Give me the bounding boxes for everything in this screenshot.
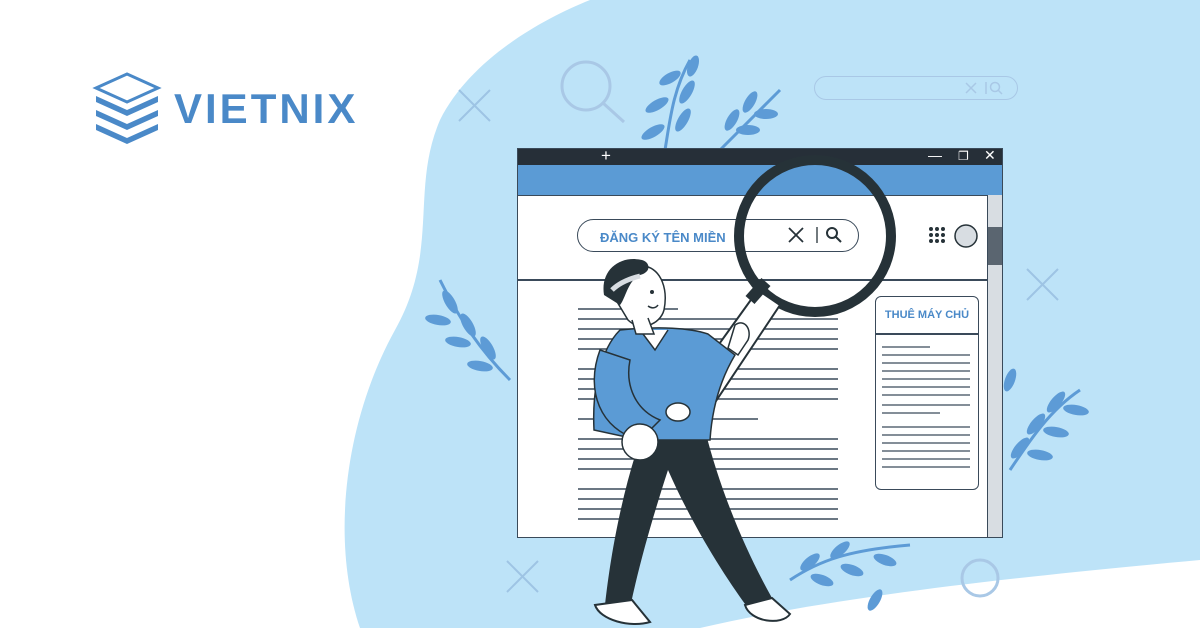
stacked-server-icon <box>92 72 162 144</box>
close-icon <box>787 226 804 243</box>
restore-button[interactable]: ❐ <box>958 149 969 163</box>
search-placeholder: ĐĂNG KÝ TÊN MIỀN <box>600 230 726 245</box>
sidebar-card-title: THUÊ MÁY CHỦ <box>884 309 970 321</box>
apps-grid-icon[interactable] <box>926 223 986 253</box>
search-controls <box>787 226 842 243</box>
sidebar-card[interactable]: THUÊ MÁY CHỦ <box>875 296 979 490</box>
avatar <box>954 224 978 248</box>
sidebar-card-divider <box>876 333 978 335</box>
browser-window: + — ❐ ✕ ĐĂNG KÝ TÊN MIỀN <box>517 148 1003 538</box>
bottom-white-wave <box>700 560 1200 628</box>
magnifier-decoration-icon <box>560 60 1000 598</box>
brand-logo[interactable]: VIETNIX <box>92 70 358 148</box>
brand-name: VIETNIX <box>174 85 359 132</box>
new-tab-button[interactable]: + <box>601 148 611 165</box>
leaf-decoration <box>425 55 1089 611</box>
close-window-button[interactable]: ✕ <box>984 148 996 163</box>
search-icon <box>825 226 842 243</box>
scrollbar-thumb[interactable] <box>988 227 1002 265</box>
minimize-button[interactable]: — <box>928 148 942 163</box>
decorative-search-controls <box>964 81 1003 95</box>
domain-search-input[interactable]: ĐĂNG KÝ TÊN MIỀN <box>577 219 859 252</box>
cross-mark-decoration <box>458 89 1059 593</box>
magnifier-lens <box>734 155 896 317</box>
browser-tab-strip: + — ❐ ✕ <box>518 149 1002 165</box>
person-legs <box>605 430 772 608</box>
sidebar-card-lines <box>882 346 970 468</box>
decorative-search-bar <box>814 76 1018 100</box>
scrollbar-track[interactable] <box>987 195 1002 537</box>
